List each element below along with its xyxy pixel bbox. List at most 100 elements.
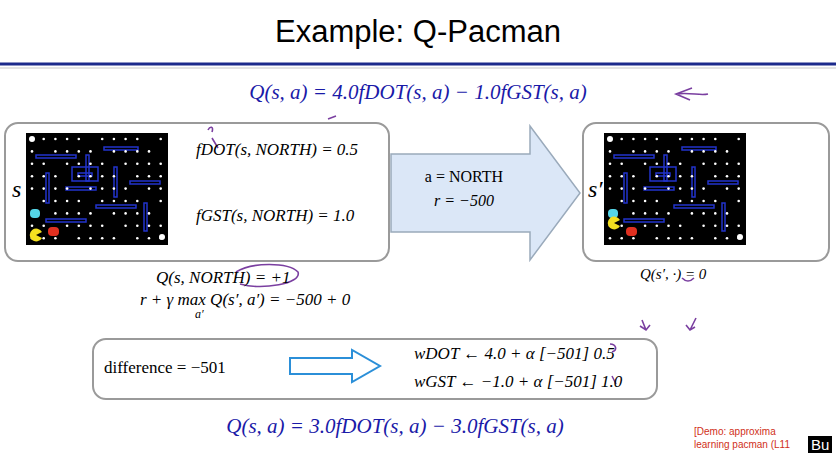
target-value: r + γ max Q(s′, a′) = −500 + 0 (140, 290, 350, 310)
food-dot (737, 138, 740, 141)
food-dot (89, 150, 92, 153)
food-dot (737, 175, 740, 178)
power-pellet (607, 136, 613, 142)
food-dot (78, 138, 81, 141)
food-dot (656, 212, 659, 215)
food-dot (679, 225, 682, 228)
food-dot (702, 138, 705, 141)
q-function: Q(s, a) = 4.0fDOT(s, a) − 1.0fGST(s, a) (249, 80, 587, 104)
food-dot (124, 163, 127, 166)
food-dot (89, 163, 92, 166)
food-dot (726, 187, 729, 190)
food-dot (66, 225, 69, 228)
food-dot (632, 150, 635, 153)
arrow-body (391, 126, 580, 260)
food-dot (679, 237, 682, 240)
food-dot (113, 237, 116, 240)
food-dot (691, 200, 694, 203)
food-dot (54, 150, 57, 153)
food-dot (148, 225, 151, 228)
max-subscript: a′ (195, 308, 204, 322)
food-dot (159, 138, 162, 141)
food-dot (31, 187, 34, 190)
food-dot (78, 175, 81, 178)
food-dot (78, 237, 81, 240)
food-dot (159, 187, 162, 190)
food-dot (679, 175, 682, 178)
food-dot (101, 237, 104, 240)
maze-wall (650, 167, 676, 181)
food-dot (148, 187, 151, 190)
demo-note: learning pacman (L11 (694, 439, 790, 451)
food-dot (667, 237, 670, 240)
food-dot (113, 138, 116, 141)
food-dot (66, 138, 69, 141)
food-dot (656, 225, 659, 228)
food-dot (42, 225, 45, 228)
maze-wall (664, 155, 667, 181)
food-dot (726, 150, 729, 153)
pacman-maze-after (604, 133, 746, 245)
demo-note: [Demo: approxima (694, 426, 776, 438)
food-dot (136, 138, 139, 141)
food-dot (42, 237, 45, 240)
difference-label: difference = −501 (104, 358, 226, 378)
maze-wall (614, 155, 654, 158)
food-dot (148, 150, 151, 153)
state-label: s′ (588, 176, 603, 204)
food-dot (89, 225, 92, 228)
food-dot (78, 225, 81, 228)
food-dot (42, 187, 45, 190)
feature-value: fGST(s, NORTH) = 1.0 (196, 206, 354, 226)
food-dot (620, 237, 623, 240)
food-dot (54, 237, 57, 240)
food-dot (89, 187, 92, 190)
food-dot (42, 175, 45, 178)
maze-ground (26, 133, 168, 245)
weight-update: wDOT ← 4.0 + α [−501] 0.5 (414, 344, 615, 364)
weight-update: wGST ← −1.0 + α [−501] 1.0 (414, 372, 622, 392)
food-dot (656, 138, 659, 141)
slide-title: Example: Q-Pacman (275, 14, 561, 50)
food-dot (124, 187, 127, 190)
food-dot (632, 175, 635, 178)
food-dot (726, 212, 729, 215)
food-dot (726, 163, 729, 166)
food-dot (148, 175, 151, 178)
food-dot (620, 187, 623, 190)
title-rule-thin (0, 68, 836, 69)
maze-wall (96, 205, 136, 208)
food-dot (124, 138, 127, 141)
food-dot (679, 200, 682, 203)
food-dot (632, 187, 635, 190)
food-dot (113, 200, 116, 203)
pacman-maze-before (26, 133, 168, 245)
food-dot (714, 212, 717, 215)
food-dot (66, 163, 69, 166)
food-dot (644, 212, 647, 215)
food-dot (78, 212, 81, 215)
food-dot (101, 175, 104, 178)
food-dot (54, 200, 57, 203)
food-dot (148, 212, 151, 215)
food-dot (54, 212, 57, 215)
food-dot (714, 237, 717, 240)
food-dot (702, 163, 705, 166)
food-dot (31, 150, 34, 153)
food-dot (42, 200, 45, 203)
food-dot (632, 237, 635, 240)
maze-wall (644, 187, 674, 190)
food-dot (66, 212, 69, 215)
food-dot (136, 225, 139, 228)
food-dot (159, 200, 162, 203)
food-dot (644, 200, 647, 203)
reward-label: r = −500 (434, 192, 494, 210)
maze-wall (624, 173, 627, 203)
power-pellet (737, 234, 743, 240)
q-value: Q(s, NORTH) = +1 (156, 268, 290, 288)
food-dot (691, 150, 694, 153)
food-dot (101, 187, 104, 190)
update-box: difference = −501 wDOT ← 4.0 + α [−501] 0… (92, 338, 658, 400)
food-dot (89, 175, 92, 178)
food-dot (124, 212, 127, 215)
